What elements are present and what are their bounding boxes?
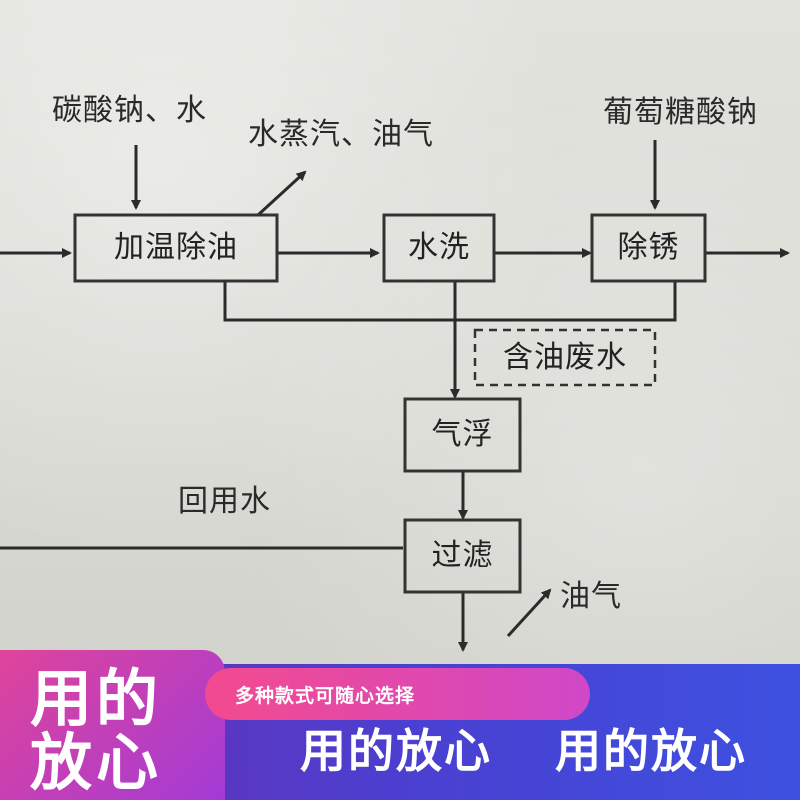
output-steam-label: 水蒸汽、油气 bbox=[248, 117, 434, 152]
promo-tagline-2: 用的放心 bbox=[555, 724, 747, 778]
filtration-box bbox=[403, 518, 522, 594]
heat-degrease-label: 加温除油 bbox=[114, 230, 238, 265]
promo-tagline-1: 用的放心 bbox=[300, 724, 492, 778]
promo-pill: 多种款式可随心选择 bbox=[205, 668, 590, 720]
promo-slogan-line2: 放心 bbox=[30, 726, 163, 799]
rust-removal-label: 除锈 bbox=[617, 230, 680, 265]
steam-arrow bbox=[256, 170, 307, 217]
input-gluconate-label: 葡萄糖酸钠 bbox=[603, 95, 758, 130]
heat-degrease-box bbox=[73, 213, 279, 283]
oil-vapor-arrow bbox=[506, 588, 552, 638]
promo-slogan-block: 用的 放心 bbox=[0, 650, 225, 800]
wastewater-collector bbox=[223, 282, 677, 322]
recycled-water-label: 回用水 bbox=[178, 484, 271, 519]
air-flotation-box bbox=[403, 397, 522, 473]
water-wash-box bbox=[382, 213, 496, 283]
air-flotation-label: 气浮 bbox=[431, 417, 494, 452]
promo-slogan-line1: 用的 bbox=[30, 662, 163, 735]
input-sodium-carbonate-label: 碳酸钠、水 bbox=[52, 93, 207, 128]
filtration-label: 过滤 bbox=[431, 538, 494, 573]
oil-vapor-label: 油气 bbox=[560, 579, 622, 614]
water-wash-label: 水洗 bbox=[408, 230, 470, 265]
oily-wastewater-label: 含油废水 bbox=[503, 339, 627, 375]
rust-removal-box bbox=[590, 213, 707, 283]
oily-wastewater-dashed-box bbox=[473, 328, 657, 387]
